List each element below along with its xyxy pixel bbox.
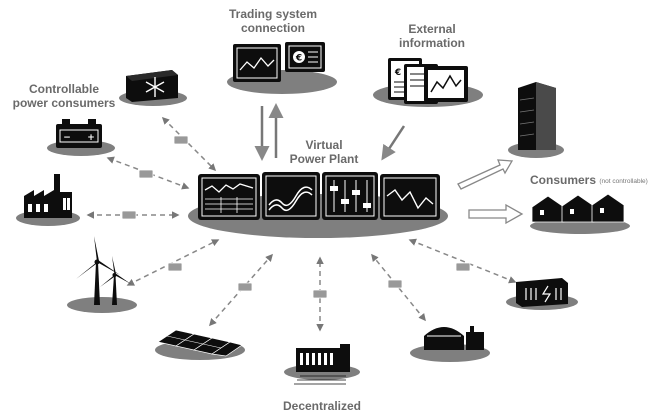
envelope-icon (121, 210, 137, 220)
svg-text:€: € (394, 68, 401, 78)
external-information-label: External information (382, 22, 482, 50)
decentralized-label-line1: Decentralized (282, 399, 362, 413)
trading-monitor-icon (198, 174, 260, 220)
euro-icon (293, 51, 305, 63)
solar-panel-icon (155, 329, 245, 360)
vpp-label-line2: Power Plant (289, 152, 359, 166)
link-cooling (161, 116, 217, 172)
wind-turbine-icon (67, 236, 137, 313)
envelope-icon (167, 262, 183, 272)
svg-text:€: € (295, 54, 302, 64)
envelope-icon (138, 169, 154, 179)
controllable-label-line1: Controllable (28, 82, 99, 96)
control-sliders-icon (322, 172, 378, 220)
decentralized-label: Decentralized (272, 399, 372, 413)
svg-text:−: − (63, 133, 71, 143)
controllable-label-line2: power consumers (12, 96, 116, 110)
external-label-line1: External (408, 22, 456, 36)
consumers-label: Consumers (not controllable) (530, 173, 648, 189)
envelope-icon (312, 289, 328, 299)
arrow-to-houses (468, 203, 524, 225)
external-arrow (381, 125, 406, 161)
trading-label-line1: Trading system (228, 7, 318, 21)
battery-icon: − + (47, 119, 115, 156)
envelope-icon (237, 282, 253, 292)
link-wind (126, 239, 220, 286)
envelope-icon (455, 262, 471, 272)
consumers-label-text: Consumers (530, 173, 597, 187)
svg-text:+: + (87, 133, 95, 143)
arrow-to-building (457, 159, 514, 190)
office-building-icon (508, 82, 564, 158)
consumers-note: (not controllable) (599, 178, 648, 185)
power-generator-icon (284, 344, 360, 385)
electric-storage-icon (506, 278, 578, 310)
link-storage (408, 238, 517, 284)
external-label-line2: information (399, 36, 465, 50)
trading-label-line2: connection (240, 21, 305, 35)
vpp-label-line1: Virtual (305, 138, 343, 152)
virtual-power-plant (188, 172, 448, 238)
trading-system-label: Trading system connection (228, 7, 318, 35)
trading-monitor-icon (262, 172, 320, 220)
envelope-icon (173, 135, 189, 145)
trading-monitor-icon (380, 174, 440, 220)
controllable-consumers-label: Controllable power consumers (8, 82, 120, 110)
link-biogas (371, 253, 426, 322)
factory-icon (16, 174, 80, 226)
external-info-icon: € (373, 58, 483, 107)
trading-system-icon: € (227, 42, 337, 94)
virtual-power-plant-label: Virtual Power Plant (276, 138, 372, 166)
envelope-icon (387, 279, 403, 289)
houses-icon (530, 193, 630, 234)
biogas-plant-icon (410, 326, 490, 362)
trading-arrows (254, 103, 284, 161)
envelope-icons (121, 135, 471, 299)
cooling-unit-icon (119, 70, 187, 106)
